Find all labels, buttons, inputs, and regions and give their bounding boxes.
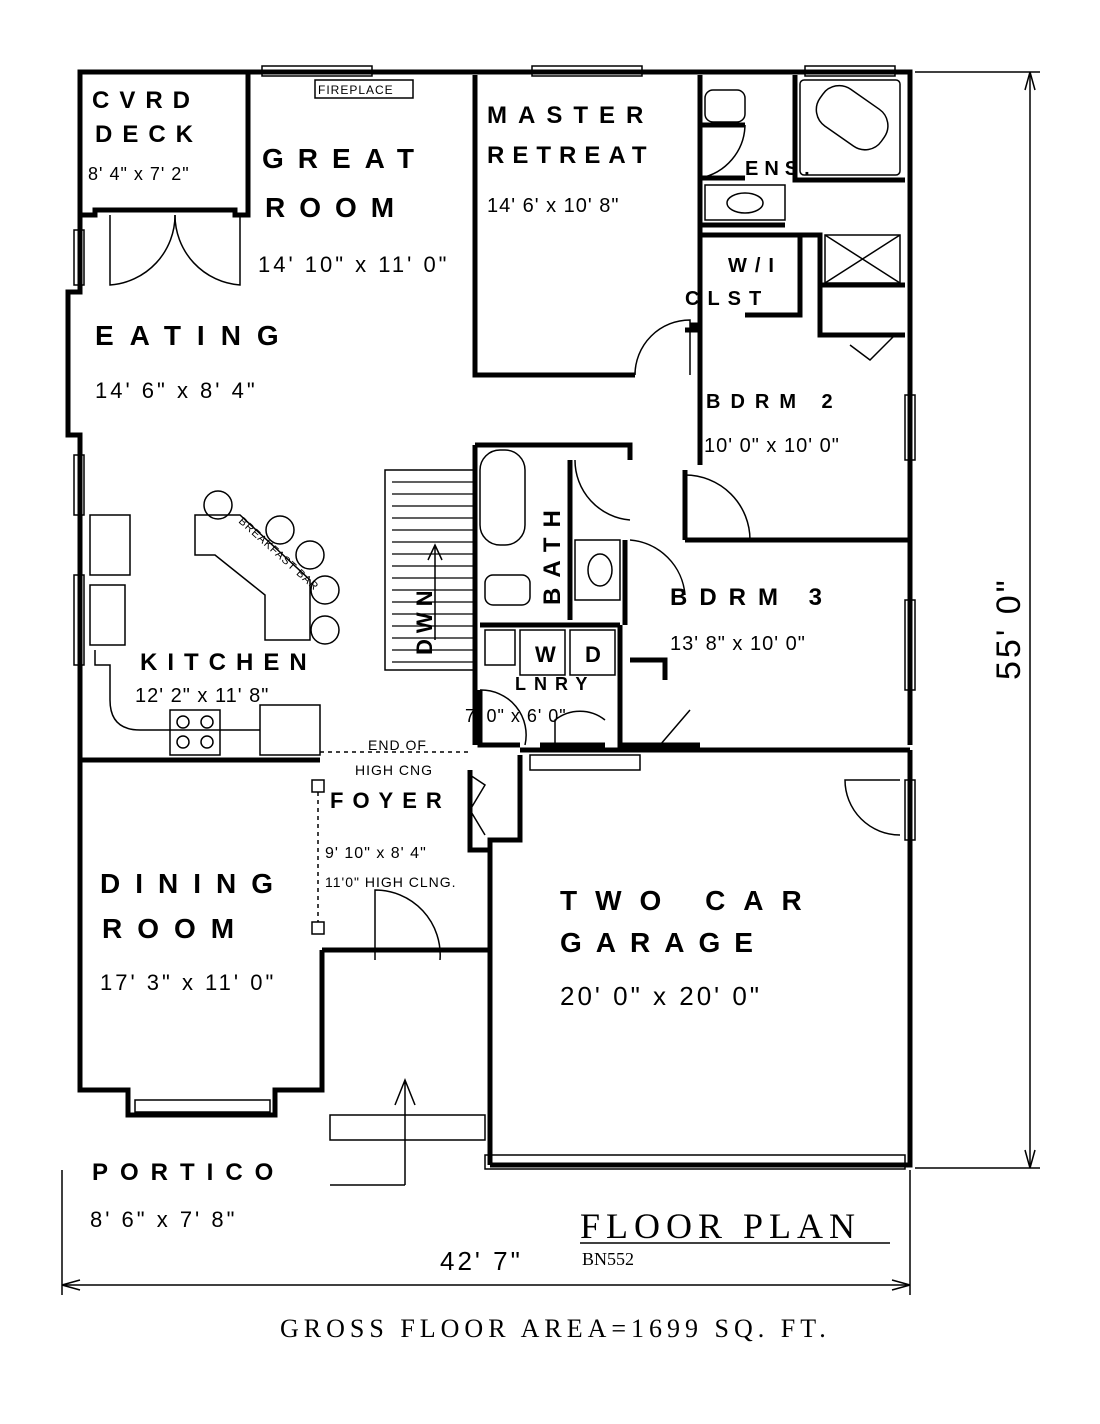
plan-code: BN552 <box>582 1249 634 1269</box>
dining-size: 17' 3" x 11' 0" <box>100 970 276 995</box>
stair-treads <box>392 481 475 663</box>
dimension-lines <box>61 71 1040 1295</box>
bdrm2-size: 10' 0" x 10' 0" <box>704 435 840 457</box>
bdrm3-label: BDRM 3 <box>670 584 834 611</box>
width-dimension: 42' 7" <box>440 1246 523 1276</box>
master-size: 14' 6' x 10' 8" <box>487 195 620 217</box>
end-high-ceiling-line1: END OF <box>368 737 427 753</box>
cvrd-deck-size: 8' 4" x 7' 2" <box>88 164 190 184</box>
bdrm2-label: BDRM 2 <box>706 391 843 413</box>
doors <box>109 124 901 961</box>
dining-line1: DINING <box>100 868 288 899</box>
bath-label: BATH <box>539 500 566 605</box>
windows <box>73 65 916 1170</box>
gross-area: GROSS FLOOR AREA=1699 SQ. FT. <box>280 1314 831 1343</box>
laundry-label: LNRY <box>515 674 595 694</box>
ensuite-label: ENS. <box>745 158 816 180</box>
great-room-size: 14' 10" x 11' 0" <box>258 252 449 277</box>
eating-size: 14' 6" x 8' 4" <box>95 378 258 403</box>
dining-line2: ROOM <box>102 913 249 944</box>
end-high-ceiling-line2: HIGH CNG <box>355 762 433 778</box>
dryer-label: D <box>585 642 601 667</box>
cvrd-deck-line1: CVRD <box>92 87 200 114</box>
exterior-walls <box>65 69 913 1168</box>
great-room-line2: ROOM <box>265 192 408 223</box>
foyer-ceiling: 11'0" HIGH CLNG. <box>325 874 457 890</box>
garage-line1: TWO CAR <box>560 885 820 916</box>
depth-dimension: 55' 0" <box>990 577 1028 680</box>
wic-line1: W/I <box>728 255 782 277</box>
fixtures <box>89 79 901 1141</box>
kitchen-label: KITCHEN <box>140 649 317 676</box>
great-room-line1: GREAT <box>262 143 428 174</box>
foyer-size: 9' 10" x 8' 4" <box>325 845 427 862</box>
fireplace-label: FIREPLACE <box>318 83 394 97</box>
bdrm3-size: 13' 8" x 10' 0" <box>670 633 806 655</box>
foyer-label: FOYER <box>330 788 451 813</box>
laundry-size: 7' 0" x 6' 0" <box>465 706 567 726</box>
master-line1: MASTER <box>487 102 654 129</box>
wic-line2: CLST <box>685 288 769 310</box>
garage-line2: GARAGE <box>560 927 767 958</box>
portico-label: PORTICO <box>92 1159 285 1186</box>
garage-size: 20' 0" x 20' 0" <box>560 981 762 1011</box>
master-line2: RETREAT <box>487 142 655 169</box>
eating-label: EATING <box>95 320 295 351</box>
washer-label: W <box>535 642 556 667</box>
interior-walls <box>80 75 910 853</box>
plan-title: FLOOR PLAN <box>580 1206 861 1246</box>
portico-size: 8' 6" x 7' 8" <box>90 1207 237 1232</box>
cvrd-deck-line2: DECK <box>95 121 203 148</box>
kitchen-size: 12' 2" x 11' 8" <box>135 685 269 707</box>
stairs-label: DWN <box>412 584 437 655</box>
arrows <box>330 543 443 1186</box>
